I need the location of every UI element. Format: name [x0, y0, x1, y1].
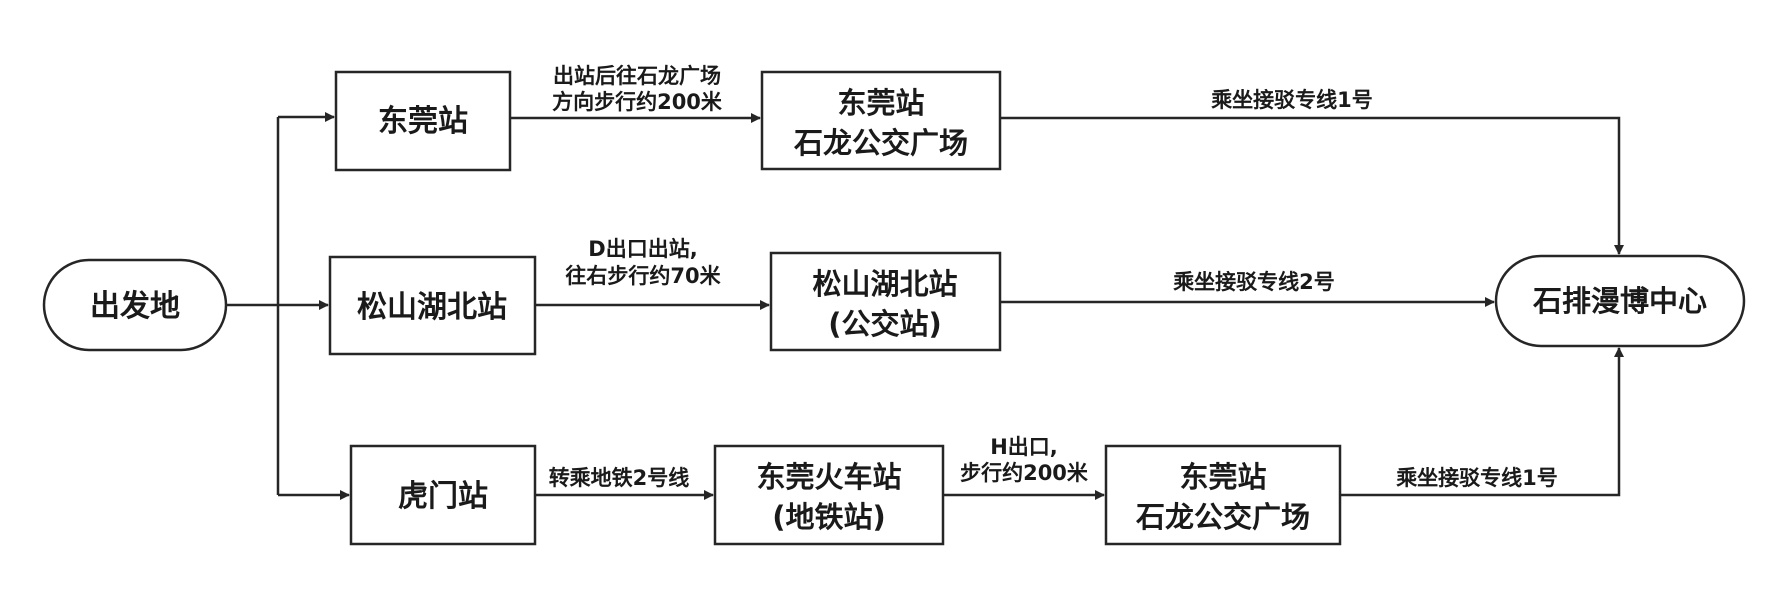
node-shilong-bus-plaza-bottom: 东莞站 石龙公交广场 [1104, 444, 1342, 546]
label-walk-to-shilong-line1: 出站后往石龙广场 [553, 64, 721, 88]
node-start-label: 出发地 [90, 289, 180, 324]
node-songshanhu-bus-stop: 松山湖北站 (公交站) [769, 251, 1002, 352]
node-shilong-bus-plaza-top-line1: 东莞站 [837, 86, 924, 120]
label-exit-h-walk-line2: 步行约200米 [960, 461, 1089, 485]
node-dongguan-train-metro: 东莞火车站 (地铁站) [713, 444, 945, 546]
node-songshanhu-bus-stop-line1: 松山湖北站 [812, 267, 957, 301]
label-exit-h-walk-line1: H出口, [990, 435, 1058, 459]
node-shilong-bus-plaza-bottom-line1: 东莞站 [1179, 460, 1266, 494]
arrow-shuttle-line1-top [1000, 116, 1624, 255]
node-humen-station: 虎门站 [349, 444, 537, 546]
node-shilong-bus-plaza-bottom-line2: 石龙公交广场 [1135, 500, 1310, 534]
arrow-shuttle-line1-bottom [1340, 347, 1624, 497]
node-dongguan-train-metro-line2: (地铁站) [772, 500, 886, 534]
node-dongguan-station-label: 东莞站 [378, 104, 468, 139]
node-songshanhu-bus-stop-line2: (公交站) [828, 307, 942, 341]
edges [226, 112, 1624, 500]
node-dongguan-station: 东莞站 [334, 70, 512, 172]
label-shuttle-line2: 乘坐接驳专线2号 [1172, 270, 1335, 294]
label-exit-d-walk-line2: 往右步行约70米 [565, 264, 721, 288]
label-shuttle-line1-bottom: 乘坐接驳专线1号 [1395, 466, 1558, 490]
node-shilong-bus-plaza-top: 东莞站 石龙公交广场 [760, 70, 1002, 171]
node-destination-label: 石排漫博中心 [1532, 284, 1707, 318]
label-walk-to-shilong-line2: 方向步行约200米 [552, 90, 723, 114]
node-songshanhu-station: 松山湖北站 [328, 255, 537, 356]
node-songshanhu-station-label: 松山湖北站 [357, 290, 507, 325]
edge-labels: 出站后往石龙广场 方向步行约200米 乘坐接驳专线1号 D出口出站, 往右步行约… [549, 64, 1558, 490]
node-start: 出发地 [42, 258, 228, 352]
label-metro-line2: 转乘地铁2号线 [549, 466, 690, 490]
label-exit-d-walk-line1: D出口出站, [588, 237, 697, 261]
node-dongguan-train-metro-line1: 东莞火车站 [756, 460, 901, 494]
label-shuttle-line1-top: 乘坐接驳专线1号 [1210, 88, 1373, 112]
node-humen-station-label: 虎门站 [398, 479, 488, 514]
node-shilong-bus-plaza-top-line2: 石龙公交广场 [793, 126, 968, 160]
node-destination: 石排漫博中心 [1494, 254, 1746, 348]
